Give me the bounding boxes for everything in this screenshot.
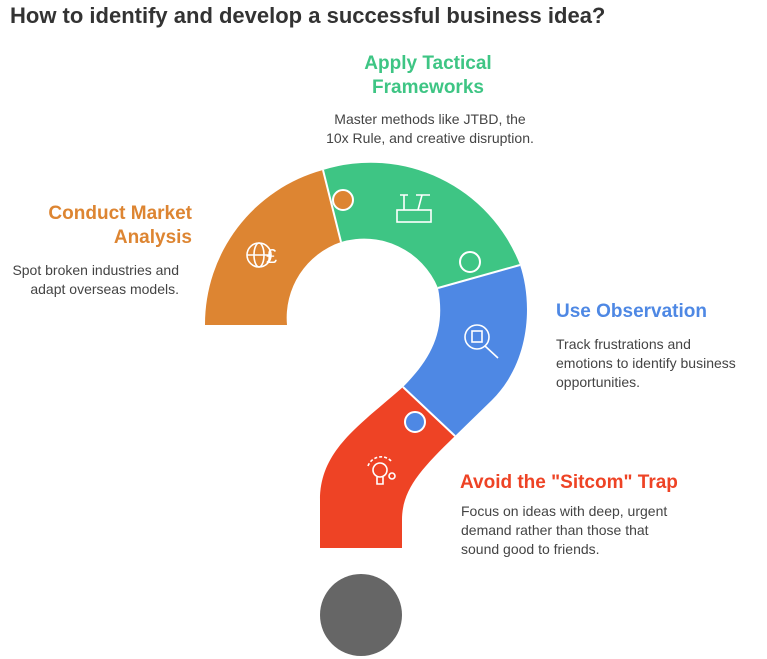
segment-observation — [403, 265, 527, 436]
step-heading-sitcom: Avoid the "Sitcom" Trap — [460, 472, 678, 493]
puzzle-tab — [404, 411, 426, 433]
step-heading-observation: Use Observation — [556, 301, 707, 322]
svg-text:£: £ — [266, 246, 277, 268]
lightbulb-icon — [367, 456, 396, 485]
puzzle-tab — [332, 189, 354, 211]
segment-market-analysis — [204, 170, 341, 325]
segment-tactical-frameworks — [323, 162, 520, 288]
globe-pound-icon: £ — [246, 242, 277, 268]
tools-icon — [396, 194, 432, 223]
page-title: How to identify and develop a successful… — [10, 3, 606, 28]
puzzle-tab — [459, 251, 481, 273]
question-dot — [320, 574, 402, 656]
magnify-building-icon — [464, 324, 499, 359]
